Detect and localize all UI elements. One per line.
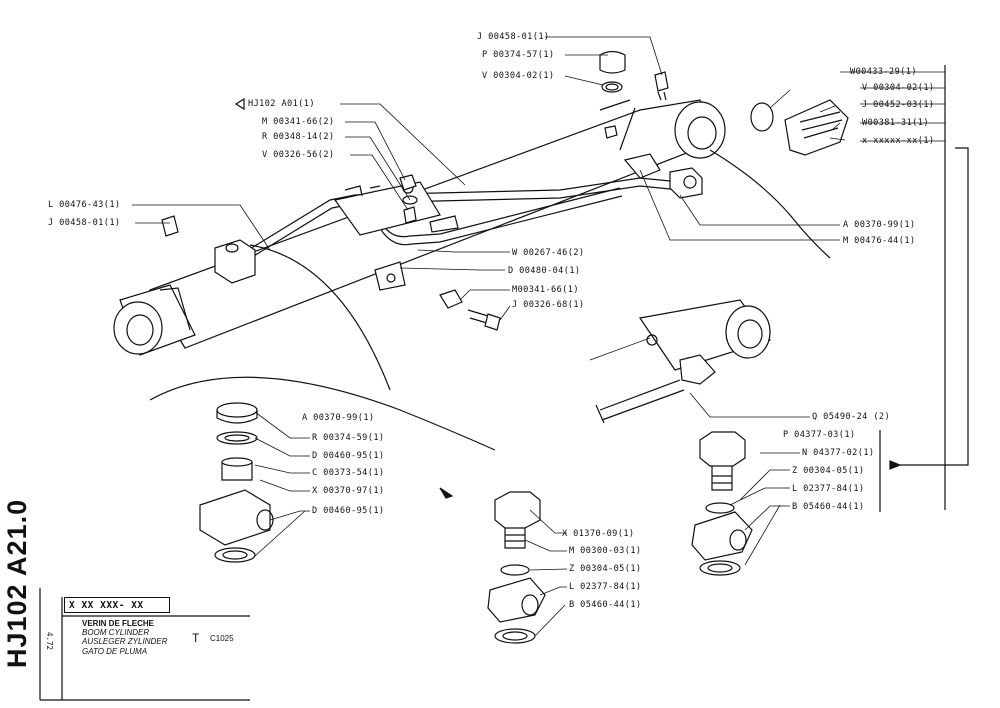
- part-label: X 00370-97(1): [312, 486, 385, 496]
- leader-lines: [132, 36, 945, 637]
- right-banjo-stack: [691, 431, 753, 576]
- assembly-label: HJ102 A01(1): [248, 99, 315, 109]
- part-label: M00341-66(1): [512, 285, 579, 295]
- part-label: M 00341-66(2): [262, 117, 335, 127]
- part-label: X 01370-09(1): [562, 529, 635, 539]
- part-label: J 00458-01(1): [48, 218, 121, 228]
- title-es: GATO DE PLUMA: [82, 646, 148, 656]
- check-valve-assembly: [750, 99, 849, 156]
- title-de: AUSLEGER ZYLINDER: [82, 637, 168, 647]
- assembly-marker-icon: [234, 97, 245, 111]
- part-label: V 00326-56(2): [262, 150, 335, 160]
- pointer-arrow-icon: [439, 487, 454, 499]
- title-en: BOOM CYLINDER: [82, 628, 150, 638]
- part-label: W00433-29(1): [850, 67, 917, 77]
- part-label: D 00460-95(1): [312, 506, 385, 516]
- right-fitting: [623, 153, 703, 199]
- part-label: D 00460-95(1): [312, 451, 385, 461]
- part-label: Z 00304-05(1): [569, 564, 642, 574]
- part-label: L 02377-84(1): [569, 582, 642, 592]
- part-label: x xxxxx-xx(1): [862, 136, 935, 146]
- part-label: B 05460-44(1): [792, 502, 865, 512]
- sheet-code: HJ102 A21.0: [2, 498, 32, 668]
- part-label: Q 05490-24 (2): [812, 412, 891, 422]
- part-label: A 00370-99(1): [302, 413, 375, 423]
- middle-banjo-stack: [487, 491, 546, 644]
- cylinder-detail-right: [595, 299, 771, 424]
- title-fr: VERIN DE FLECHE: [82, 619, 155, 628]
- part-label: C 00373-54(1): [312, 468, 385, 478]
- model-code: C1025: [210, 634, 234, 643]
- part-label: B 05460-44(1): [569, 600, 642, 610]
- drawing-titles: VERIN DE FLECHE BOOM CYLINDER AUSLEGER Z…: [82, 619, 167, 656]
- part-label: V 00304-02(1): [482, 71, 555, 81]
- part-label: R 00374-59(1): [312, 433, 385, 443]
- lower-bracket: [374, 261, 406, 291]
- part-label: M 00300-03(1): [569, 546, 642, 556]
- date-code: 4.72: [45, 632, 54, 651]
- part-label: J 00326-68(1): [512, 300, 585, 310]
- nut-bolt: [439, 289, 501, 331]
- group-bracket: [879, 65, 969, 512]
- type-letter: T: [192, 631, 200, 645]
- top-fittings: [599, 50, 669, 139]
- part-label: A 00370-99(1): [843, 220, 916, 230]
- part-label: L 00476-43(1): [48, 200, 121, 210]
- part-label: D 00480-04(1): [508, 266, 581, 276]
- part-label: V 00304-02(1): [862, 83, 935, 93]
- part-label: P 04377-03(1): [783, 430, 856, 440]
- part-label: P 00374-57(1): [482, 50, 555, 60]
- part-label: J 00452-03(1): [862, 100, 935, 110]
- left-valve-block: [214, 239, 256, 284]
- part-label: Z 00304-05(1): [792, 466, 865, 476]
- part-label: M 00476-44(1): [843, 236, 916, 246]
- rod-end-eye: [113, 284, 196, 356]
- left-adapter-stack: [199, 402, 274, 563]
- part-label: W00381-31(1): [862, 118, 929, 128]
- part-label: R 00348-14(2): [262, 132, 335, 142]
- clamp-bracket: [333, 181, 459, 236]
- grease-nipple-left: [161, 215, 179, 237]
- part-label: W 00267-46(2): [512, 248, 585, 258]
- part-label: N 04377-02(1): [802, 448, 875, 458]
- reference-number-box: X XX XXX- XX: [64, 597, 170, 613]
- part-label: L 02377-84(1): [792, 484, 865, 494]
- part-label: J 00458-01(1): [477, 32, 550, 42]
- title-block: [39, 588, 250, 701]
